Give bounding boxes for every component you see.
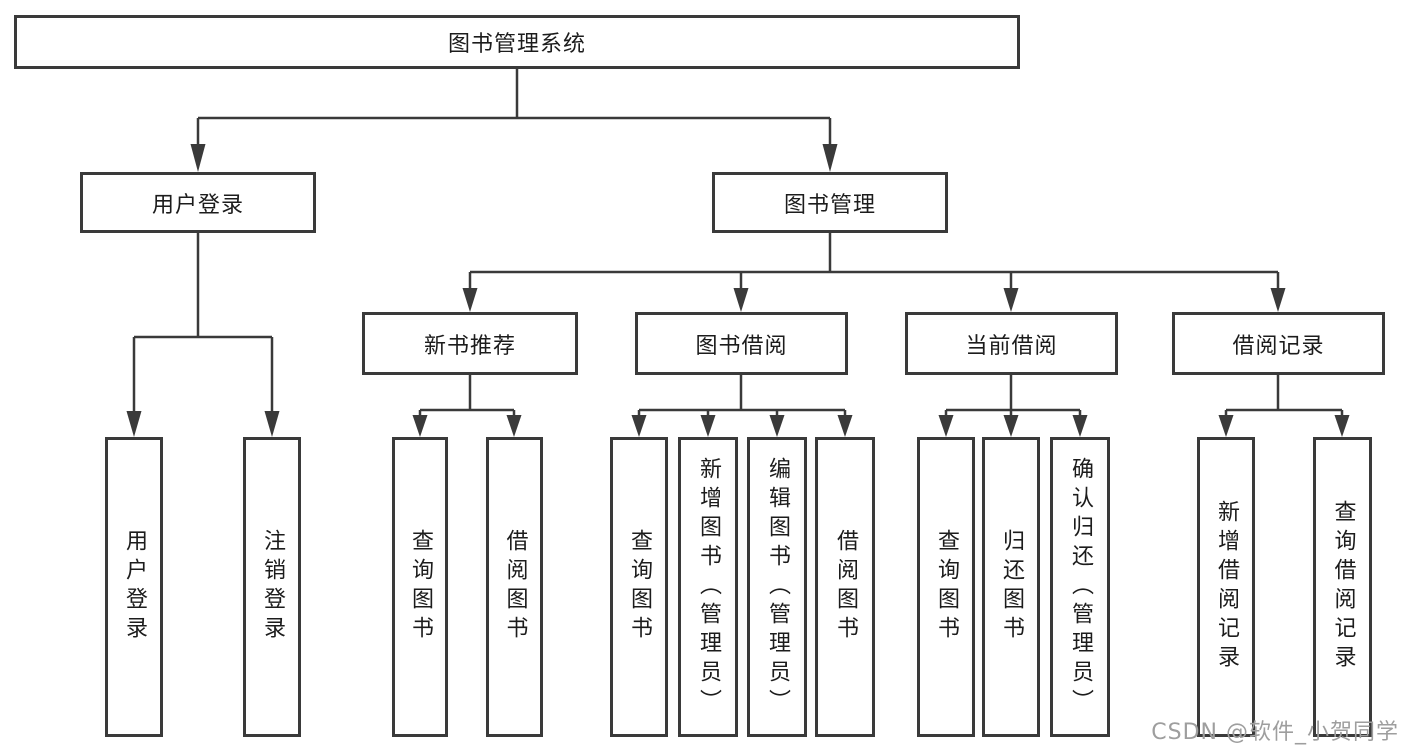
node-book-management: 图书管理 [712, 172, 948, 233]
leaf-confirm-return-admin: 确认归还（管理员） [1050, 437, 1110, 737]
leaf-edit-books-admin: 编辑图书（管理员） [747, 437, 807, 737]
leaf-user-login: 用户登录 [105, 437, 163, 737]
leaf-query-books-rec: 查询图书 [392, 437, 448, 737]
leaf-add-borrow-record: 新增借阅记录 [1197, 437, 1255, 737]
node-root-title: 图书管理系统 [14, 15, 1020, 69]
leaf-query-books-current: 查询图书 [917, 437, 975, 737]
node-book-borrow: 图书借阅 [635, 312, 848, 375]
leaf-borrow-books: 借阅图书 [815, 437, 875, 737]
leaf-add-books-admin: 新增图书（管理员） [678, 437, 738, 737]
leaf-return-books: 归还图书 [982, 437, 1040, 737]
node-new-book-recommend: 新书推荐 [362, 312, 578, 375]
leaf-query-borrow-record: 查询借阅记录 [1313, 437, 1372, 737]
node-borrow-record: 借阅记录 [1172, 312, 1385, 375]
leaf-borrow-books-rec: 借阅图书 [486, 437, 543, 737]
node-current-borrow: 当前借阅 [905, 312, 1118, 375]
csdn-watermark: CSDN @软件_小贺同学 [1151, 720, 1399, 745]
node-user-login: 用户登录 [80, 172, 316, 233]
leaf-query-books-borrow: 查询图书 [610, 437, 668, 737]
leaf-logout: 注销登录 [243, 437, 301, 737]
